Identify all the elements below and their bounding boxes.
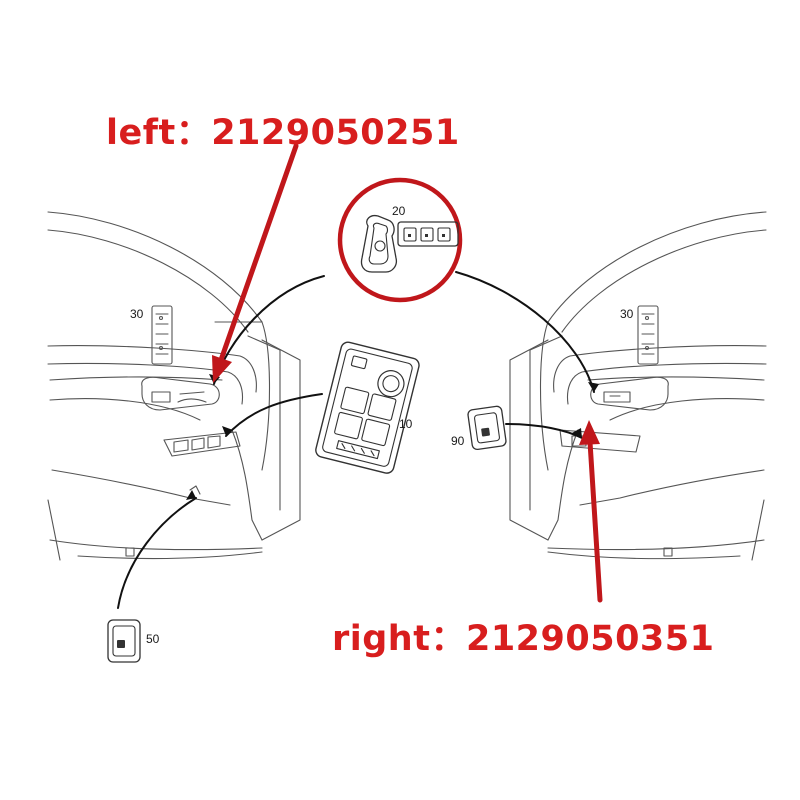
label-30-left: 30 <box>130 307 144 321</box>
label-30-right: 30 <box>620 307 634 321</box>
callout-right-part-number: right：2129050351 <box>332 619 715 659</box>
single-switch-passenger <box>467 405 507 451</box>
left-lumbar-switch <box>151 305 173 365</box>
connector-passenger-switch <box>505 423 583 439</box>
single-switch-rear <box>107 619 141 663</box>
label-10: 10 <box>399 417 413 431</box>
right-door-illustration <box>509 211 767 561</box>
connector-seat-right <box>455 271 595 393</box>
connector-lines <box>117 271 595 609</box>
window-switch-main <box>315 341 420 474</box>
seat-adjust-switch <box>337 177 463 303</box>
connector-rear-switch <box>117 497 197 609</box>
label-90: 90 <box>451 434 465 448</box>
left-door-illustration <box>47 211 301 561</box>
right-lumbar-switch <box>637 305 659 365</box>
connector-window-switch <box>225 393 323 437</box>
highlight-circle <box>337 177 463 303</box>
callout-left-part-number: left：2129050251 <box>106 113 460 153</box>
label-50: 50 <box>146 632 160 646</box>
label-20: 20 <box>392 204 406 218</box>
arrow-right <box>587 439 603 603</box>
arrow-left <box>218 143 299 363</box>
red-arrows <box>212 143 603 603</box>
